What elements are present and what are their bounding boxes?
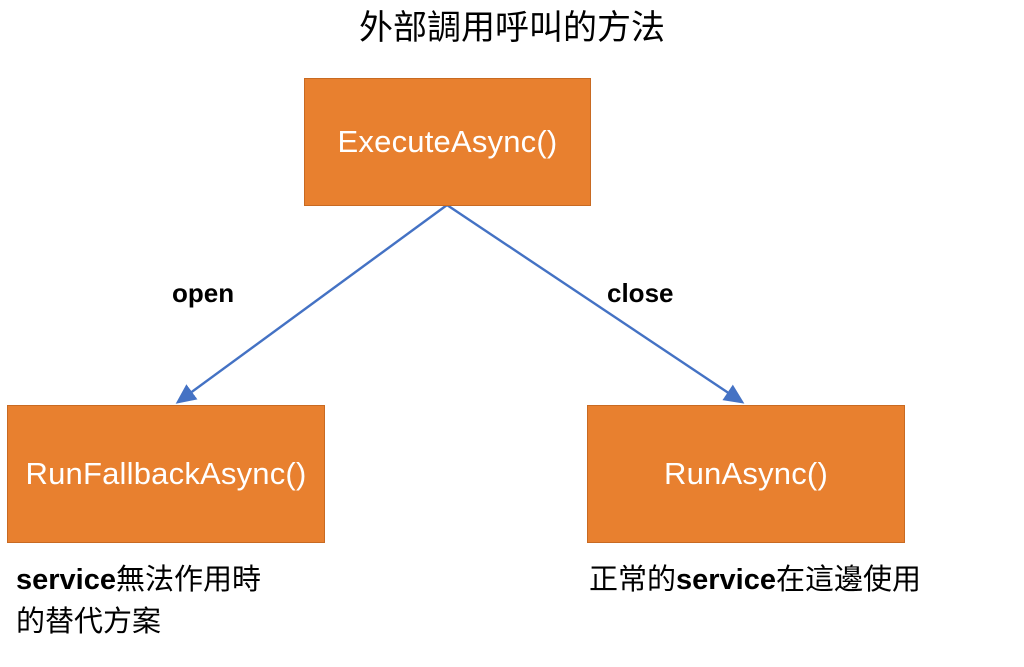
node-run-fallback-async[interactable]: RunFallbackAsync() bbox=[7, 405, 325, 543]
node-execute-async-label: ExecuteAsync() bbox=[337, 124, 558, 159]
diagram-title: 外部調用呼叫的方法 bbox=[359, 9, 665, 47]
caption-run-lead: 正常的 bbox=[589, 564, 677, 596]
caption-fallback-emphasis: service bbox=[16, 564, 116, 596]
node-run-fallback-async-label: RunFallbackAsync() bbox=[25, 456, 307, 491]
node-execute-async[interactable]: ExecuteAsync() bbox=[304, 78, 591, 206]
caption-fallback: service無法作用時 的替代方案 bbox=[16, 559, 356, 643]
node-run-async-label: RunAsync() bbox=[664, 456, 828, 491]
edge-close-arrow bbox=[446, 204, 745, 404]
caption-fallback-text: 無法作用時 的替代方案 bbox=[16, 564, 262, 638]
node-run-async[interactable]: RunAsync() bbox=[587, 405, 905, 543]
caption-run: 正常的service在這邊使用 bbox=[589, 559, 1019, 601]
caption-run-emphasis: service bbox=[676, 564, 777, 596]
edge-label-open: open bbox=[172, 278, 235, 308]
caption-run-tail: 在這邊使用 bbox=[776, 564, 922, 596]
edge-label-close: close bbox=[607, 278, 674, 308]
